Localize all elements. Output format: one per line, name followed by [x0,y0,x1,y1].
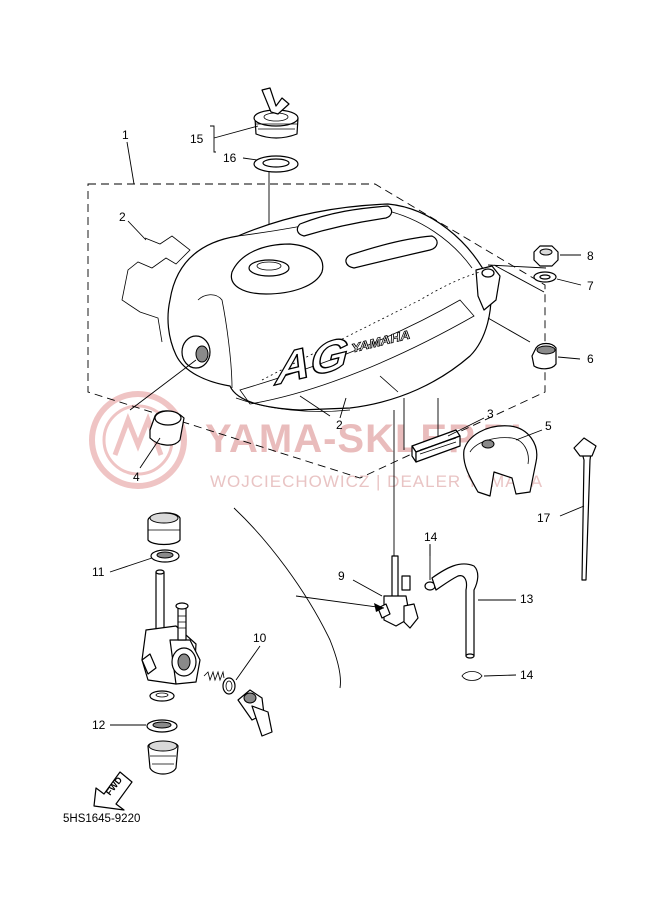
callout-16: 16 [223,151,237,165]
cock-lever [237,689,273,737]
fuel-cock-9 [377,555,419,629]
callout-9: 9 [338,569,345,583]
callout-11: 11 [92,565,105,579]
grommet-4-guide [129,359,197,411]
fuel-cock-body [141,569,201,685]
grommet-4 [149,410,185,446]
filter-bowl [147,740,179,775]
callout-17: 17 [537,511,551,525]
callout-1: 1 [122,128,129,142]
emblem-part-2 [121,235,191,343]
exploded-view-arrowhead [374,603,384,612]
tank-assembly-boundary [87,183,546,479]
tank-decal-model: AG [273,328,349,396]
callout-8: 8 [587,249,594,263]
callout-13: 13 [520,592,534,606]
fuel-cap [253,87,299,139]
o-ring-12 [146,719,178,733]
callout-4: 4 [133,470,140,484]
cap-gasket [253,155,299,173]
callout-2-lower: 2 [336,418,343,432]
callout-2-upper: 2 [119,210,126,224]
nut-8 [533,245,559,267]
hose-13 [431,563,479,659]
watermark-subtitle: WOJCIECHOWICZ | DEALER YAMAHA [210,472,543,491]
callout-14-upper: 14 [424,530,438,544]
diagram-code: 5HS1645-9220 [63,813,140,825]
washer-7 [533,271,557,283]
exploded-view-bracket [233,507,341,689]
exploded-view-pointer [295,595,385,609]
cover-5 [463,425,538,497]
band-17 [573,437,597,581]
fwd-arrow-icon: FWD [93,771,133,811]
spring [203,670,225,682]
callout-10: 10 [253,631,267,645]
damper-6 [531,342,557,370]
clip-14-lower [461,671,483,681]
fuel-tank [167,203,501,417]
callout-15: 15 [190,132,204,146]
callout-14-lower: 14 [520,668,534,682]
strip-guides [403,398,439,450]
callout-7: 7 [587,279,594,293]
clip-14-upper [424,544,436,591]
leader-lines [109,125,585,726]
mount-guides [487,264,547,343]
washer-lower [149,690,175,702]
nut-top [147,512,181,546]
o-ring-10 [222,677,236,695]
callout-3: 3 [487,407,494,421]
tank-decal: AG YAMAHA [273,327,412,397]
callout-6: 6 [587,352,594,366]
callout-5: 5 [545,419,552,433]
callout-labels: 1 2 2 3 4 5 6 7 8 9 10 11 12 13 14 14 15… [92,128,594,732]
callout-12: 12 [92,718,106,732]
washer-11 [150,549,180,563]
